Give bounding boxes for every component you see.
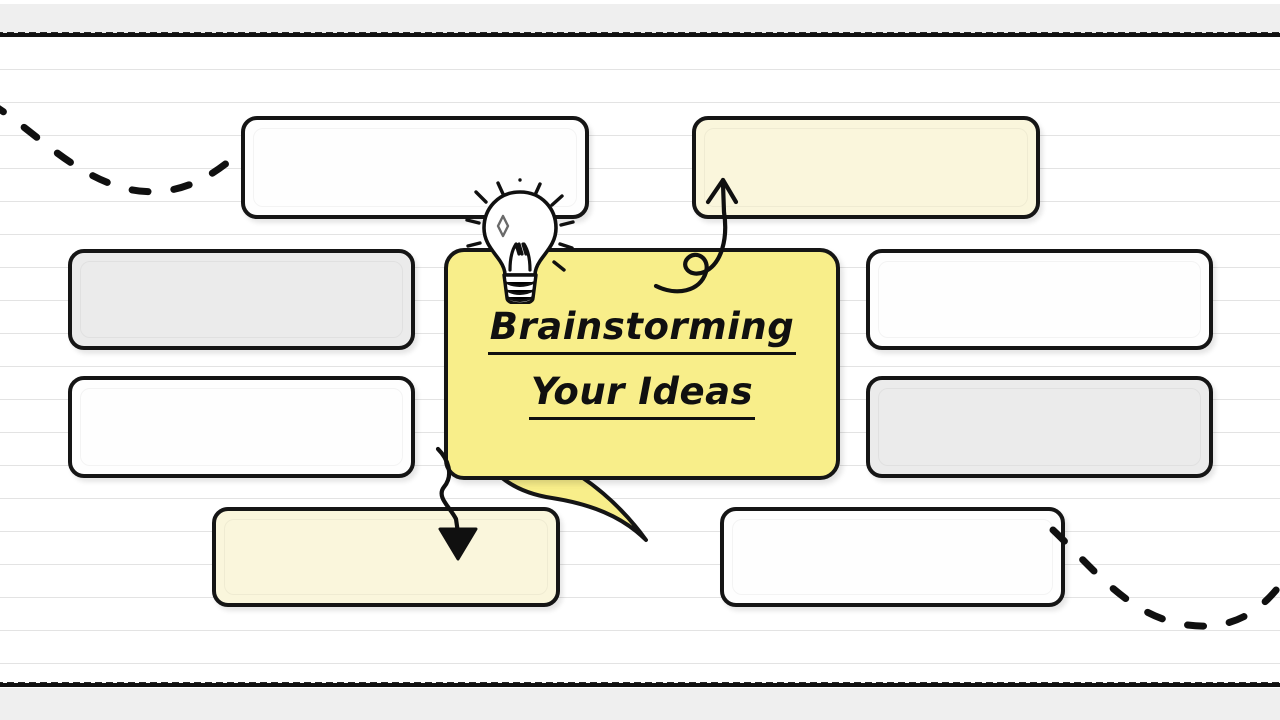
note-inner-outline xyxy=(878,388,1201,466)
note-inner-outline xyxy=(80,261,403,338)
top-divider-rule xyxy=(0,32,1280,37)
note-mid-left-1[interactable] xyxy=(68,249,415,350)
central-speech-bubble[interactable]: Brainstorming Your Ideas xyxy=(444,248,840,480)
bottom-band xyxy=(0,688,1280,720)
note-top-right[interactable] xyxy=(692,116,1040,219)
note-mid-right-2[interactable] xyxy=(866,376,1213,478)
bottom-divider-rule xyxy=(0,682,1280,687)
note-inner-outline xyxy=(80,388,403,466)
note-inner-outline xyxy=(704,128,1028,207)
note-inner-outline xyxy=(224,519,548,595)
note-mid-left-2[interactable] xyxy=(68,376,415,478)
bubble-title-line-1: Brainstorming xyxy=(487,308,797,355)
note-inner-outline xyxy=(878,261,1201,338)
note-top-left[interactable] xyxy=(241,116,589,219)
top-white-sliver xyxy=(0,0,1280,4)
note-mid-right-1[interactable] xyxy=(866,249,1213,350)
top-band xyxy=(0,4,1280,34)
note-inner-outline xyxy=(732,519,1053,595)
note-bottom-left[interactable] xyxy=(212,507,560,607)
note-inner-outline xyxy=(253,128,577,207)
bubble-title-line-2: Your Ideas xyxy=(528,373,756,420)
note-bottom-right[interactable] xyxy=(720,507,1065,607)
